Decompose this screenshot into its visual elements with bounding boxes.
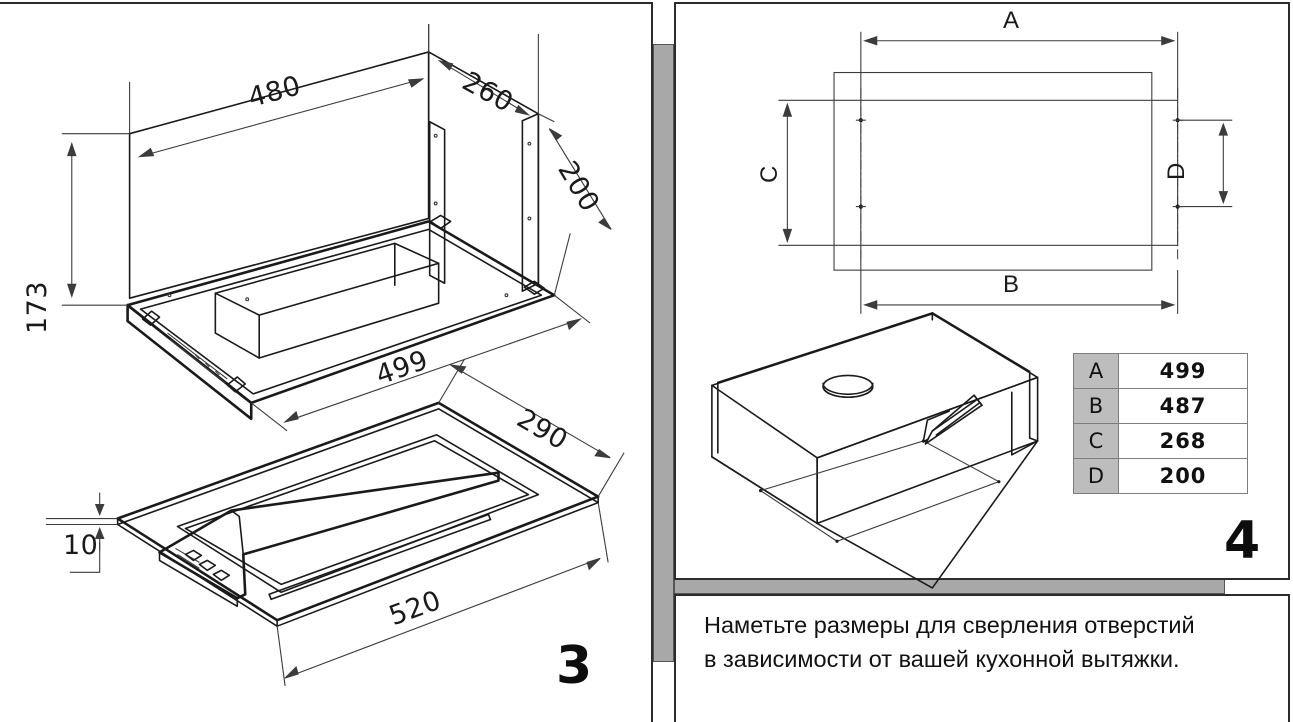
table-key-c: C bbox=[1073, 423, 1119, 459]
dimension-520 bbox=[276, 502, 609, 687]
dimension-C bbox=[778, 99, 861, 246]
dimension-173 bbox=[61, 133, 130, 306]
dimension-260 bbox=[428, 24, 539, 116]
panel-step-3: 480 260 200 173 499 290 520 10 3 bbox=[0, 2, 653, 722]
table-key-d: D bbox=[1073, 458, 1119, 494]
pencil-icon bbox=[922, 394, 983, 445]
table-key-b: B bbox=[1073, 388, 1119, 424]
table-value-d: 200 bbox=[1118, 458, 1248, 494]
drilling-label-C: C bbox=[756, 165, 783, 183]
table-row: A 499 bbox=[1073, 353, 1248, 389]
table-value-a: 499 bbox=[1118, 353, 1248, 389]
dimension-B bbox=[860, 245, 1179, 314]
caption-line-1: Наметьте размеры для сверления отверстий bbox=[704, 612, 1195, 638]
table-row: C 268 bbox=[1073, 423, 1248, 459]
drilling-label-D: D bbox=[1163, 162, 1190, 180]
cabinet-box-drawing bbox=[711, 312, 1039, 589]
dimension-499 bbox=[250, 294, 591, 432]
dimension-290 bbox=[438, 358, 625, 497]
table-value-c: 268 bbox=[1118, 423, 1248, 459]
drilling-label-B: B bbox=[1003, 271, 1020, 298]
panel-caption bbox=[674, 594, 1290, 722]
table-value-b: 487 bbox=[1118, 388, 1248, 424]
drilling-template-diagram bbox=[778, 31, 1233, 314]
dimension-10 bbox=[45, 492, 118, 573]
table-row: D 200 bbox=[1073, 458, 1248, 494]
dimension-label-10: 10 bbox=[63, 530, 99, 561]
panel-step-4: A B C D bbox=[674, 2, 1290, 589]
step-4-drawings bbox=[711, 31, 1233, 589]
dimension-label-173: 173 bbox=[22, 280, 53, 334]
dimension-D bbox=[1177, 119, 1233, 208]
step-number-3: 3 bbox=[556, 636, 593, 696]
dimension-values-table: A 499 B 487 C 268 D 200 bbox=[1073, 353, 1248, 494]
step-number-4: 4 bbox=[1224, 511, 1261, 571]
chassis-body bbox=[126, 51, 556, 421]
dimension-A bbox=[860, 31, 1179, 101]
dimension-480 bbox=[129, 24, 430, 158]
caption-line-2: в зависимости от вашей кухонной вытяжки. bbox=[704, 646, 1180, 672]
panel-shadow-vertical bbox=[653, 44, 674, 662]
table-key-a: A bbox=[1073, 353, 1119, 389]
dimension-200 bbox=[538, 113, 612, 296]
caption-text: Наметьте размеры для сверления отверстий… bbox=[704, 608, 1274, 676]
table-row: B 487 bbox=[1073, 388, 1248, 424]
drilling-label-A: A bbox=[1003, 7, 1020, 34]
exploded-isometric-drawing bbox=[45, 24, 625, 687]
panel-shadow-horizontal bbox=[674, 580, 1225, 594]
